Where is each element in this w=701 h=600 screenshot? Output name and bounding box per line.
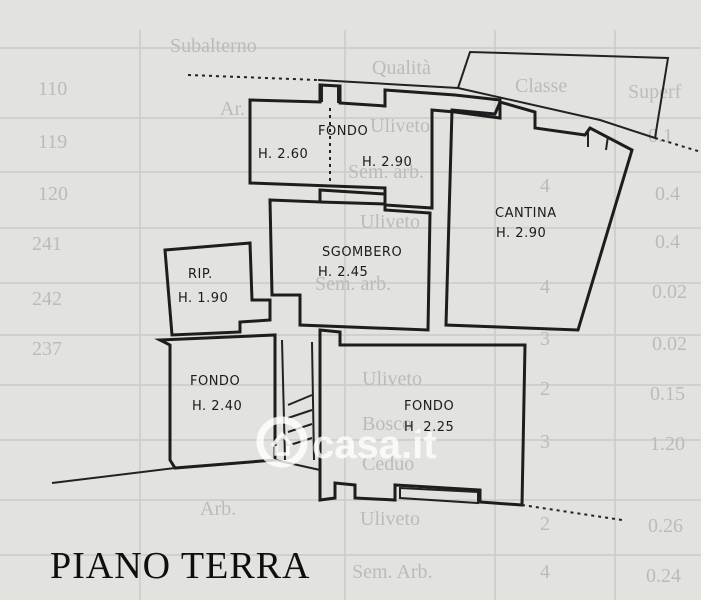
cantina-height: H. 2.90 — [496, 226, 546, 241]
bg-row-d: 0.4 — [655, 183, 680, 205]
bg-row-num: 242 — [32, 288, 62, 310]
room-labels: FONDO H. 2.60 H. 2.90 CANTINA H. 2.90 SG… — [178, 124, 557, 435]
bottom-left-ground-line — [51, 467, 176, 484]
bg-row-num: 237 — [32, 338, 62, 360]
sgombero-name: SGOMBERO — [322, 245, 402, 260]
cantina-name: CANTINA — [495, 206, 557, 221]
bg-row-b: Ceduo — [362, 453, 414, 475]
bg-row-c: 2 — [540, 513, 550, 535]
background-table-text: Subalterno Qualità Classe Superf 110 119… — [32, 35, 687, 587]
bg-row-c: 4 — [540, 276, 550, 298]
sgombero-top-wall — [319, 200, 386, 206]
watermark-logo-icon — [256, 416, 308, 468]
sgombero-height: H. 2.45 — [318, 265, 368, 280]
door-mark — [321, 86, 339, 103]
bg-row-d: 0.02 — [652, 281, 687, 303]
bg-header-qualita: Qualità — [372, 57, 431, 79]
bg-row-d: 0.26 — [648, 515, 683, 537]
fondo-right-height: H. 2.25 — [404, 420, 454, 435]
bg-row-c: 3 — [540, 431, 550, 453]
plan-title: PIANO TERRA — [50, 545, 311, 587]
bg-row-num: 119 — [38, 131, 67, 153]
rip-height: H. 1.90 — [178, 291, 228, 306]
cantina-door — [587, 130, 609, 151]
bg-row-num: 241 — [32, 233, 62, 255]
bg-row-d: 0.1 — [648, 125, 673, 147]
sgombero-room — [268, 188, 432, 332]
watermark-house-icon — [270, 431, 294, 456]
bg-row-a: Arb. — [200, 498, 236, 520]
bg-row-num: 120 — [38, 183, 68, 205]
bg-row-b: Sem. arb. — [348, 161, 424, 183]
terrace-outline — [457, 50, 670, 139]
bg-row-c: 4 — [540, 175, 550, 197]
bg-row-b: Uliveto — [360, 211, 420, 233]
bg-row-c: 2 — [540, 378, 550, 400]
rip-name: RIP. — [188, 267, 213, 282]
stair-walls — [281, 339, 315, 461]
bg-row-c: 4 — [540, 561, 550, 583]
fondo-left-height: H. 2.40 — [192, 399, 242, 414]
cantina-room — [444, 100, 634, 332]
fondo-top-height-right: H. 2.90 — [362, 155, 412, 170]
watermark-text: casa.it — [312, 423, 437, 467]
background-table — [0, 30, 701, 600]
bg-row-b: Uliveto — [360, 508, 420, 530]
top-external-line — [317, 79, 656, 139]
bg-row-c: 3 — [540, 328, 550, 350]
bg-row-b: Bosco — [362, 413, 412, 435]
fondo-right-room — [318, 328, 527, 507]
bg-row-d: 1.20 — [650, 433, 685, 455]
bg-row-d: 0.24 — [646, 565, 681, 587]
watermark: casa.it — [256, 416, 437, 468]
bg-row-d: 0.4 — [655, 231, 680, 253]
stair-steps — [287, 394, 313, 446]
bg-row-b: Uliveto — [362, 368, 422, 390]
fondo-right-window — [399, 486, 479, 505]
floor-plan-walls — [51, 50, 701, 521]
fondo-top-name: FONDO — [318, 124, 368, 139]
bg-row-b: Sem. arb. — [315, 273, 391, 295]
bg-header-classe: Classe — [515, 75, 567, 97]
bg-row-a: Ar. — [220, 98, 245, 120]
fondo-top-height-left: H. 2.60 — [258, 147, 308, 162]
bg-header-subalterno: Subalterno — [170, 35, 257, 57]
rip-room — [163, 241, 272, 337]
bg-row-b: Uliveto — [370, 115, 430, 137]
top-ground-line — [187, 74, 319, 81]
bottom-right-ground-line — [521, 504, 623, 521]
fondo-left-name: FONDO — [190, 374, 240, 389]
bg-row-d: 0.15 — [650, 383, 685, 405]
bg-row-d: 0.02 — [652, 333, 687, 355]
right-ground-line — [654, 137, 701, 153]
bg-row-num: 110 — [38, 78, 67, 100]
bg-row-b: Sem. Arb. — [352, 561, 433, 583]
fondo-right-name: FONDO — [404, 399, 454, 414]
bg-header-superf: Superf — [628, 81, 682, 103]
